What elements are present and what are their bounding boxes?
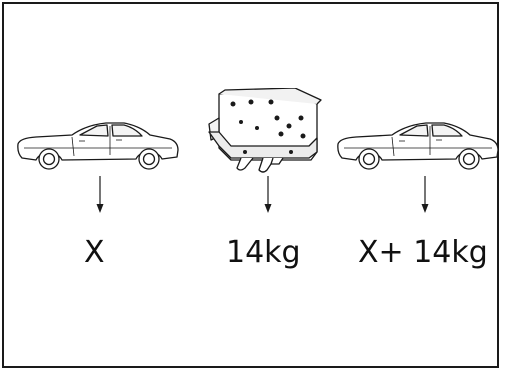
label-total-weight: X+ 14kg xyxy=(358,235,488,270)
down-arrow-icon xyxy=(264,176,272,213)
label-bracket-weight: 14kg xyxy=(226,235,301,270)
car-icon xyxy=(17,122,179,170)
diagram-frame xyxy=(2,2,499,368)
car-icon xyxy=(337,122,499,170)
label-car-weight: X xyxy=(84,235,105,270)
mounting-bracket-icon xyxy=(208,88,322,173)
down-arrow-icon xyxy=(421,176,429,213)
down-arrow-icon xyxy=(96,176,104,213)
